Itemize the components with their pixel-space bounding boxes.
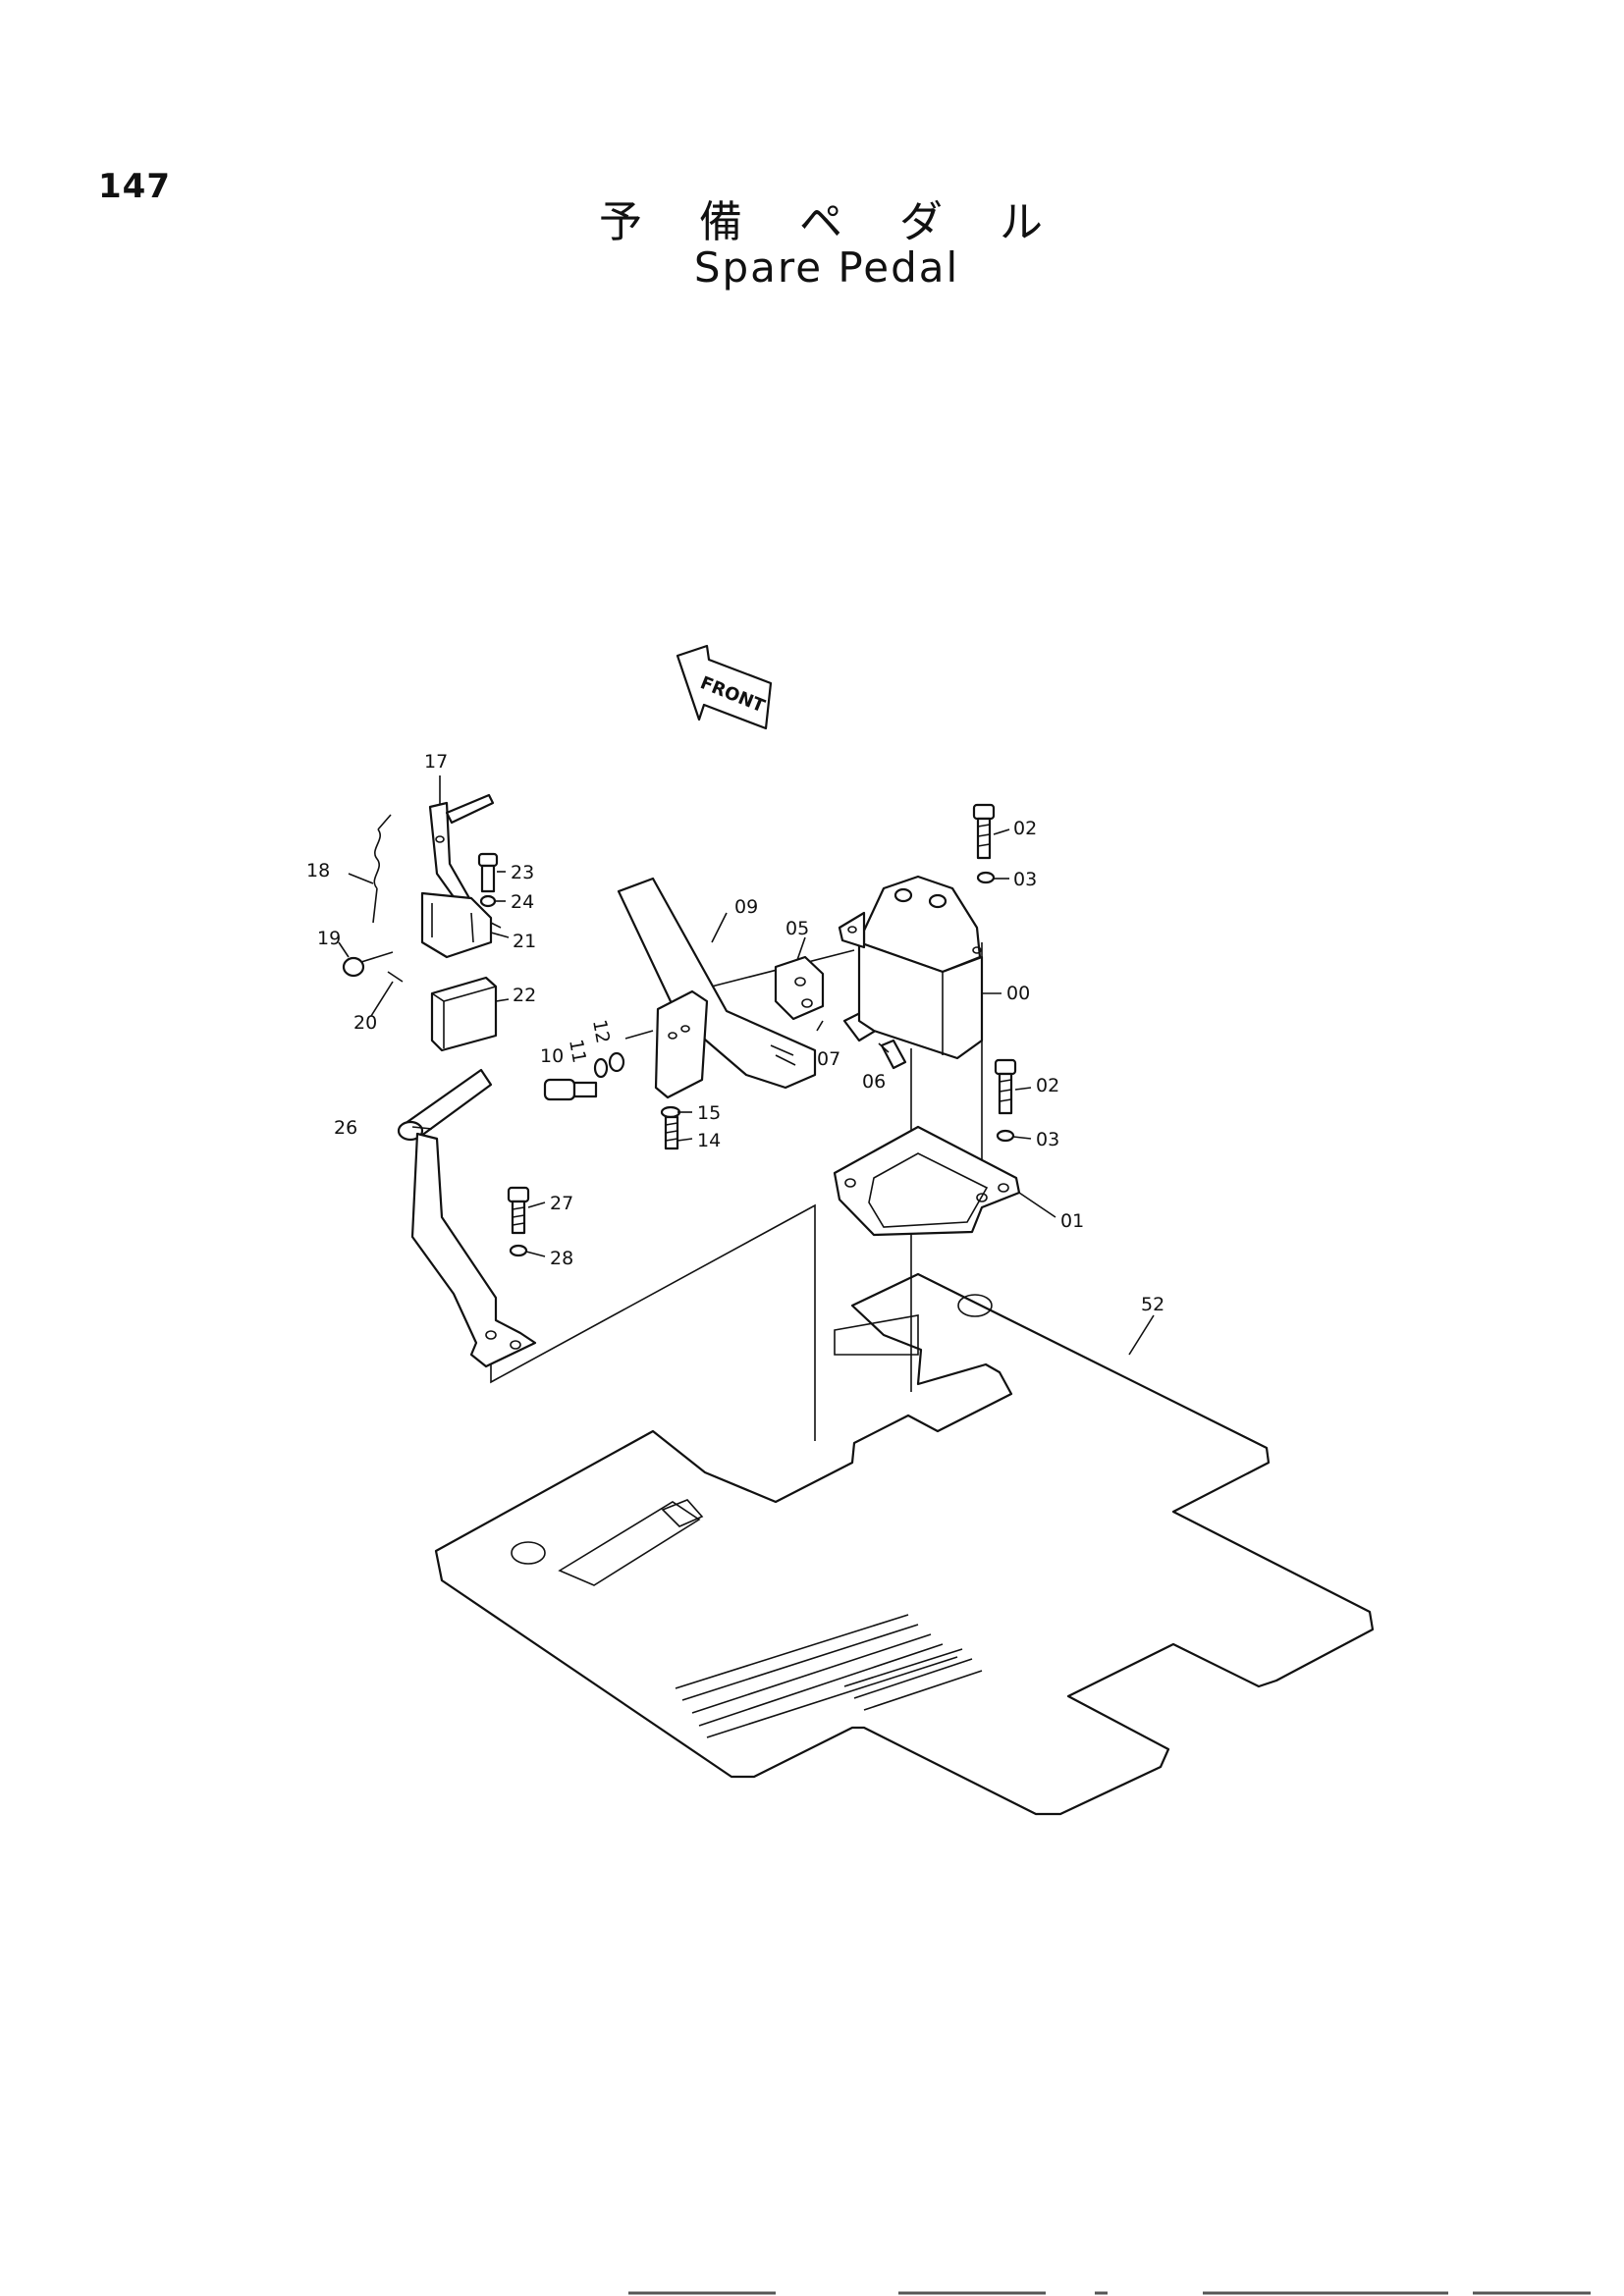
title-japanese: 予 備 ペ ダ ル — [599, 197, 1064, 247]
front-arrow-icon: FRONT — [676, 644, 773, 730]
callout-14: 14 — [697, 1130, 721, 1151]
page-number: 147 — [98, 167, 171, 206]
spare-pedal — [543, 877, 817, 1150]
callout-05: 05 — [785, 918, 809, 939]
callout-01: 01 — [1060, 1210, 1084, 1232]
callout-24: 24 — [511, 891, 534, 913]
callout-15: 15 — [697, 1102, 721, 1124]
title-english: Spare Pedal — [693, 243, 960, 292]
callout-03b: 03 — [1036, 1129, 1059, 1150]
callout-28: 28 — [550, 1248, 573, 1269]
floor-ribs — [675, 1614, 983, 1738]
callout-22: 22 — [513, 985, 536, 1006]
bolt-02-upper — [972, 803, 996, 884]
callout-27: 27 — [550, 1193, 573, 1214]
callout-23: 23 — [511, 862, 534, 883]
callout-20: 20 — [353, 1012, 377, 1034]
callout-26: 26 — [334, 1117, 357, 1139]
pilot-valve — [838, 875, 984, 1060]
callout-18: 18 — [306, 860, 330, 881]
callout-19: 19 — [317, 928, 341, 949]
pedal-arm — [397, 1068, 537, 1368]
callout-52: 52 — [1141, 1294, 1164, 1315]
callout-11: 11 — [565, 1038, 590, 1065]
lever-assembly — [342, 793, 502, 1052]
bolt-02-lower — [994, 1058, 1017, 1143]
callout-leaders — [338, 775, 1155, 1356]
callout-17: 17 — [424, 751, 448, 773]
callout-10: 10 — [540, 1045, 564, 1067]
callout-21: 21 — [513, 931, 536, 952]
bolt-27 — [507, 1186, 530, 1257]
callout-02b: 02 — [1036, 1075, 1059, 1096]
floor-plate — [434, 1272, 1375, 1816]
mounting-plate — [833, 1125, 1021, 1237]
callout-09: 09 — [734, 896, 758, 918]
callout-03: 03 — [1013, 869, 1037, 890]
callout-00: 00 — [1006, 983, 1030, 1004]
callout-labels: 00 01 02 03 02 03 05 06 07 09 10 11 12 1… — [306, 751, 1164, 1315]
callout-02: 02 — [1013, 818, 1037, 839]
callout-06: 06 — [862, 1071, 886, 1093]
callout-07: 07 — [817, 1048, 840, 1070]
callout-12: 12 — [588, 1018, 614, 1045]
block-and-pins — [774, 955, 907, 1070]
